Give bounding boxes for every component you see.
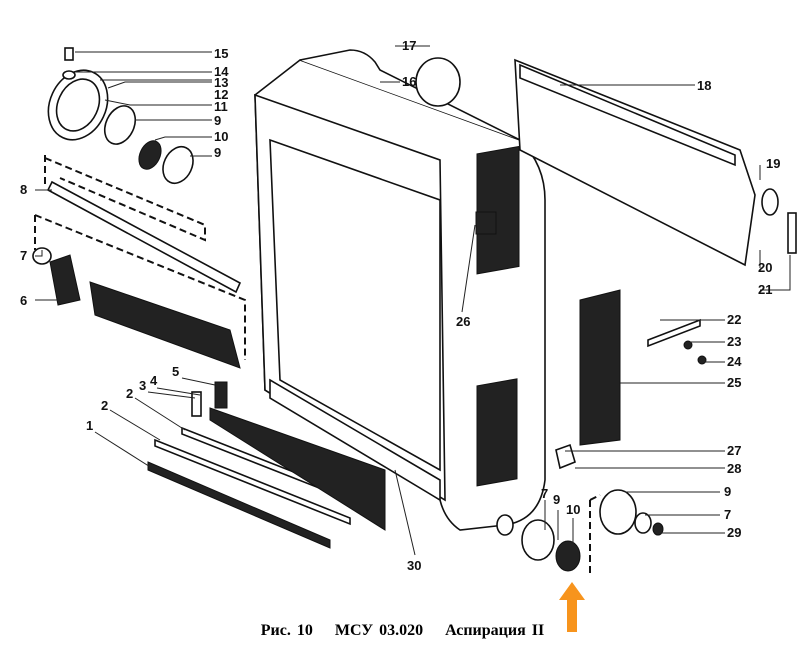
part-4 bbox=[191, 391, 202, 417]
housing-frame bbox=[254, 49, 546, 531]
seal-strip bbox=[209, 407, 386, 531]
callout-30: 30 bbox=[407, 558, 421, 573]
callout-2b: 2 bbox=[126, 386, 133, 401]
part-20 bbox=[787, 212, 797, 254]
callout-labels: 15 14 13 12 11 9 10 9 8 7 6 17 16 18 19 … bbox=[20, 38, 780, 573]
part-19 bbox=[761, 188, 779, 216]
group-bracket-shaft bbox=[44, 155, 206, 242]
caption-figure: Рис. 10 bbox=[260, 622, 313, 639]
callout-1: 1 bbox=[86, 418, 93, 433]
callout-10b: 10 bbox=[566, 502, 580, 517]
caption-title: Аспирация II bbox=[445, 622, 545, 639]
callout-9d: 9 bbox=[553, 492, 560, 507]
callout-20: 20 bbox=[758, 260, 772, 275]
callout-19: 19 bbox=[766, 156, 780, 171]
callout-18: 18 bbox=[697, 78, 711, 93]
group-bracket-rotor bbox=[34, 214, 246, 360]
callout-10: 10 bbox=[214, 129, 228, 144]
shaft bbox=[46, 180, 242, 294]
callout-5: 5 bbox=[172, 364, 179, 379]
callout-12: 12 bbox=[214, 87, 228, 102]
housing-port bbox=[475, 211, 497, 235]
callout-28: 28 bbox=[727, 461, 741, 476]
callout-4: 4 bbox=[150, 373, 158, 388]
caption-code: МСУ 03.020 bbox=[334, 622, 424, 639]
callout-7c: 7 bbox=[541, 486, 548, 501]
callout-26: 26 bbox=[456, 314, 470, 329]
arrow-up-icon bbox=[559, 582, 585, 632]
callout-9: 9 bbox=[214, 113, 221, 128]
pulley-assembly bbox=[47, 47, 194, 185]
panel-25 bbox=[579, 289, 621, 446]
callout-27: 27 bbox=[727, 443, 741, 458]
gear bbox=[49, 254, 81, 306]
part-5 bbox=[214, 381, 228, 409]
callout-16: 16 bbox=[402, 74, 416, 89]
callout-7b: 7 bbox=[724, 507, 731, 522]
leader-lines bbox=[35, 45, 791, 556]
group-bracket-bearing bbox=[589, 494, 601, 575]
callout-15: 15 bbox=[214, 46, 228, 61]
part-17 bbox=[415, 57, 461, 107]
callout-6: 6 bbox=[20, 293, 27, 308]
callout-9c: 9 bbox=[724, 484, 731, 499]
strip-1 bbox=[147, 461, 331, 549]
callout-11: 11 bbox=[214, 99, 228, 114]
callout-21: 21 bbox=[758, 282, 772, 297]
callout-23: 23 bbox=[727, 334, 741, 349]
rotor bbox=[89, 281, 241, 369]
tray-18 bbox=[514, 58, 756, 267]
callout-9b: 9 bbox=[214, 145, 221, 160]
callout-3: 3 bbox=[139, 378, 146, 393]
strip-2a bbox=[154, 438, 351, 526]
part-22 bbox=[647, 318, 701, 348]
callout-17: 17 bbox=[402, 38, 416, 53]
callout-29: 29 bbox=[727, 525, 741, 540]
callout-8: 8 bbox=[20, 182, 27, 197]
callout-2a: 2 bbox=[101, 398, 108, 413]
callout-14: 14 bbox=[214, 64, 229, 79]
callout-25: 25 bbox=[727, 375, 741, 390]
callout-13: 13 bbox=[214, 75, 228, 90]
callout-7: 7 bbox=[20, 248, 27, 263]
callout-22: 22 bbox=[727, 312, 741, 327]
callout-24: 24 bbox=[727, 354, 742, 369]
side-window-upper bbox=[476, 145, 520, 275]
side-window-lower bbox=[476, 378, 518, 487]
figure-caption: Рис. 10 МСУ 03.020 Аспирация II bbox=[0, 622, 805, 640]
